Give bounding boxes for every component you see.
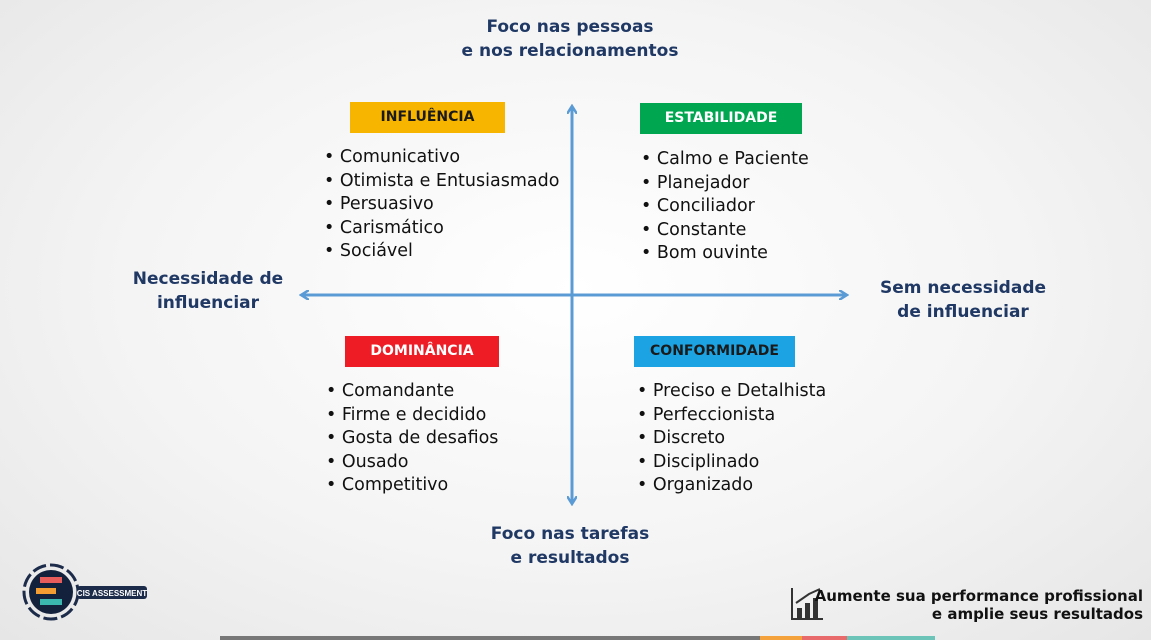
list-influencia: Comunicativo Otimista e Entusiasmado Per… [324, 146, 560, 264]
footer-slogan: Aumente sua performance profissional e a… [815, 587, 1143, 623]
badge-conformidade: CONFORMIDADE [634, 336, 795, 367]
svg-text:CIS ASSESSMENT: CIS ASSESSMENT [77, 589, 147, 598]
list-item: Carismático [324, 217, 559, 241]
list-item: Disciplinado [637, 451, 826, 475]
axis-bottom-line2: e resultados [510, 548, 630, 568]
list-conformidade: Preciso e Detalhista Perfeccionista Disc… [637, 380, 826, 498]
axis-bottom-line1: Foco nas tarefas [490, 524, 650, 544]
footer-bar-red [802, 636, 847, 640]
list-item: Discreto [637, 427, 826, 451]
badge-estabilidade: ESTABILIDADE [640, 103, 802, 134]
list-item: Comunicativo [324, 146, 559, 170]
badge-influencia: INFLUÊNCIA [350, 102, 505, 133]
list-item: Calmo e Paciente [641, 148, 809, 172]
axis-left-line2: influenciar [156, 293, 260, 313]
footer-line1: Aumente sua performance profissional [814, 587, 1143, 605]
list-item: Sociável [324, 240, 559, 264]
list-item: Comandante [326, 380, 498, 404]
list-item: Preciso e Detalhista [637, 380, 826, 404]
axis-right-line2: de influenciar [897, 302, 1029, 322]
axis-label-left: Necessidade de influenciar [118, 267, 298, 315]
list-item: Perfeccionista [637, 404, 826, 428]
list-item: Competitivo [326, 474, 498, 498]
footer-bar-teal [847, 636, 935, 640]
list-item: Persuasivo [324, 193, 559, 217]
axis-label-right: Sem necessidade de influenciar [868, 276, 1058, 324]
list-item: Ousado [326, 451, 498, 475]
footer-bar-orange [760, 636, 802, 640]
badge-dominancia: DOMINÂNCIA [345, 336, 499, 367]
axis-label-bottom: Foco nas tarefas e resultados [420, 522, 720, 570]
list-item: Gosta de desafios [326, 427, 499, 451]
list-item: Conciliador [641, 195, 809, 219]
list-item: Otimista e Entusiasmado [324, 170, 560, 194]
list-item: Constante [641, 219, 809, 243]
axis-label-top: Foco nas pessoas e nos relacionamentos [420, 15, 720, 63]
footer-line2: e amplie seus resultados [931, 605, 1143, 623]
bar-chart-growth-icon [789, 586, 825, 626]
list-item: Bom ouvinte [641, 242, 809, 266]
list-estabilidade: Calmo e Paciente Planejador Conciliador … [641, 148, 809, 266]
axis-top-line1: Foco nas pessoas [486, 17, 654, 37]
list-item: Planejador [641, 172, 809, 196]
footer-bar-grey [220, 636, 760, 640]
list-dominancia: Comandante Firme e decidido Gosta de des… [326, 380, 499, 498]
axis-left-line1: Necessidade de [132, 269, 284, 289]
list-item: Organizado [637, 474, 826, 498]
axis-top-line2: e nos relacionamentos [461, 41, 679, 61]
axis-right-line1: Sem necessidade [879, 278, 1047, 298]
list-item: Firme e decidido [326, 404, 498, 428]
cis-assessment-logo: CIS ASSESSMENT [22, 563, 152, 627]
